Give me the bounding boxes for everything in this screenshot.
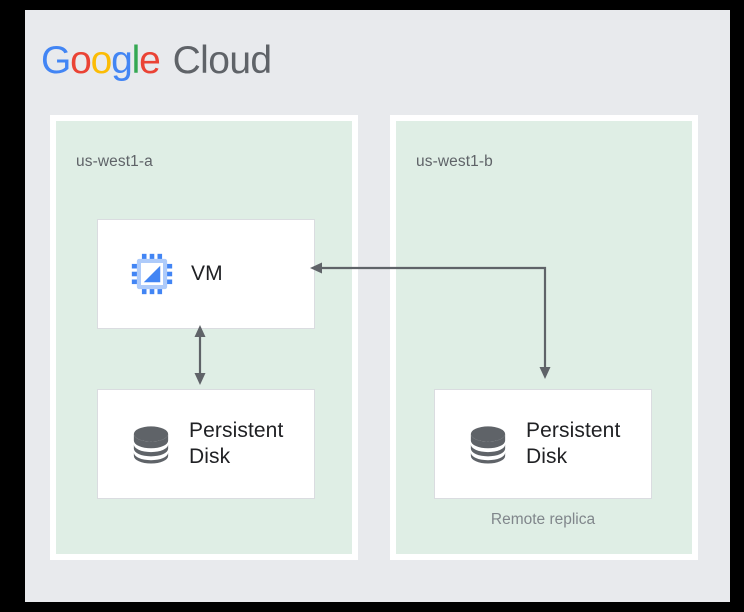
remote-replica-caption: Remote replica	[490, 511, 596, 528]
node-persistent-disk-replica-label: Persistent Disk	[526, 419, 621, 468]
cloud-wordmark: Cloud	[172, 38, 273, 82]
logo-letter-o2: o	[90, 38, 113, 82]
zone-panel-us-west1-a: us-west1-a	[50, 115, 358, 560]
logo-letter-g1: G	[41, 38, 71, 82]
logo-letter-o1: o	[70, 38, 92, 82]
google-wordmark: Google	[41, 38, 161, 82]
logo-letter-g2: g	[111, 38, 133, 82]
logo-letter-e: e	[139, 38, 161, 82]
google-cloud-logo: Google Cloud	[41, 38, 272, 82]
node-vm-label: VM	[191, 262, 223, 286]
zone-label-us-west1-b: us-west1-b	[416, 153, 493, 170]
zone-label-us-west1-a: us-west1-a	[76, 153, 153, 170]
cpu-chip-icon	[131, 253, 173, 295]
zone-panel-us-west1-b: us-west1-b Persistent Disk Remote replic…	[390, 115, 698, 560]
database-disk-icon	[470, 426, 506, 464]
diagram-canvas: Google Cloud us-west1-a	[25, 10, 730, 602]
node-persistent-disk-primary-label: Persistent Disk	[189, 419, 284, 468]
node-persistent-disk-primary[interactable]: Persistent Disk	[97, 389, 315, 499]
node-vm[interactable]: VM	[97, 219, 315, 329]
database-disk-icon	[133, 426, 169, 464]
logo-letter-l: l	[131, 38, 141, 82]
node-persistent-disk-replica[interactable]: Persistent Disk	[434, 389, 652, 499]
